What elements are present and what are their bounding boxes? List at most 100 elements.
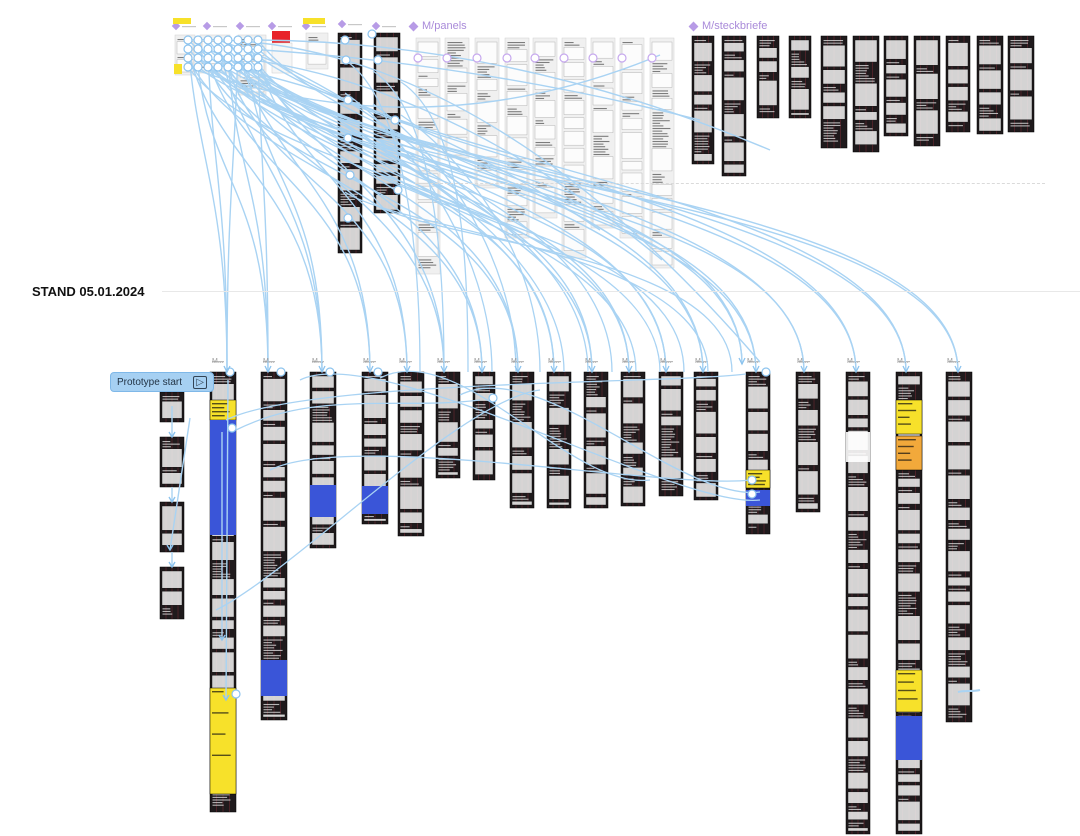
prototype-connector[interactable] [372, 202, 733, 373]
connector-node[interactable] [183, 62, 193, 72]
connector-node[interactable] [442, 53, 452, 63]
connector-node[interactable] [243, 62, 253, 72]
connector-node[interactable] [227, 423, 237, 433]
connector-node[interactable] [413, 53, 423, 63]
connector-node[interactable] [373, 367, 383, 377]
prototype-connector[interactable] [227, 66, 408, 373]
frame-name-label[interactable]: M... [263, 358, 275, 365]
connector-node[interactable] [502, 53, 512, 63]
prototype-connector[interactable] [372, 70, 445, 373]
connector-node[interactable] [233, 35, 243, 45]
page-frame[interactable] [795, 371, 821, 513]
steckbrief-frame[interactable] [820, 35, 848, 149]
steckbrief-frame[interactable] [721, 35, 747, 177]
frame-name-label[interactable]: M... [622, 358, 634, 365]
connector-node[interactable] [243, 53, 253, 63]
prototype-connector[interactable] [225, 373, 747, 421]
steckbrief-frame[interactable] [852, 35, 880, 153]
page-frame[interactable] [693, 371, 719, 501]
prototype-connector[interactable] [400, 81, 469, 373]
prototype-connector[interactable] [257, 39, 771, 151]
connector-node[interactable] [233, 53, 243, 63]
frame-name-label[interactable]: M... [660, 358, 672, 365]
connector-node[interactable] [341, 55, 351, 65]
connector-node[interactable] [647, 53, 657, 63]
connector-node[interactable] [183, 35, 193, 45]
connector-node[interactable] [193, 53, 203, 63]
connector-node[interactable] [233, 62, 243, 72]
connector-node[interactable] [488, 393, 498, 403]
flow-step-frame[interactable] [159, 566, 185, 620]
connector-node[interactable] [747, 489, 757, 499]
connector-node[interactable] [343, 213, 353, 223]
prototype-connector[interactable] [247, 66, 323, 373]
panel-frame[interactable] [590, 37, 616, 229]
connector-node[interactable] [472, 53, 482, 63]
connector-node[interactable] [617, 53, 627, 63]
page-frame[interactable] [397, 371, 425, 537]
prototype-connector[interactable] [247, 48, 701, 121]
frame-name-label[interactable]: M... [797, 358, 809, 365]
frame-name-label[interactable]: M... [947, 358, 959, 365]
connector-node[interactable] [373, 55, 383, 65]
steckbrief-frame[interactable] [883, 35, 909, 137]
connector-node[interactable] [233, 44, 243, 54]
prototype-connector[interactable] [187, 39, 761, 363]
frame-name-label[interactable]: M... [897, 358, 909, 365]
prototype-connector[interactable] [207, 57, 371, 373]
prototype-start-button[interactable]: Prototype start ▷ [110, 372, 214, 392]
prototype-connector[interactable] [215, 389, 541, 611]
prototype-connector[interactable] [957, 689, 981, 693]
prototype-connector[interactable] [400, 147, 613, 373]
prototype-connector[interactable] [235, 399, 481, 431]
connector-node[interactable] [203, 53, 213, 63]
prototype-connector[interactable] [344, 158, 637, 373]
page-frame[interactable] [658, 371, 684, 497]
prototype-connector[interactable] [197, 66, 269, 373]
panel-frame[interactable] [532, 37, 558, 219]
connector-node[interactable] [193, 62, 203, 72]
frame-name-label[interactable]: M... [511, 358, 523, 365]
page-frame[interactable] [435, 371, 461, 479]
connector-node[interactable] [761, 367, 771, 377]
frame-name-label[interactable]: M... [548, 358, 560, 365]
connector-node[interactable] [747, 475, 757, 485]
connector-node[interactable] [223, 44, 233, 54]
connector-node[interactable] [243, 44, 253, 54]
prototype-connector[interactable] [257, 57, 408, 373]
connector-node[interactable] [345, 170, 355, 180]
prototype-connector[interactable] [187, 48, 323, 373]
connector-node[interactable] [183, 53, 193, 63]
connector-node[interactable] [253, 62, 263, 72]
flow-arrow[interactable] [169, 417, 191, 551]
page-frame[interactable] [745, 371, 771, 535]
prototype-connector[interactable] [187, 57, 483, 373]
prototype-connector[interactable] [257, 48, 269, 373]
prototype-connector[interactable] [197, 57, 431, 171]
connector-node[interactable] [243, 35, 253, 45]
steckbrief-frame[interactable] [945, 35, 971, 133]
section-label-steckbriefe[interactable]: M/steckbriefe [688, 20, 767, 32]
frame-name-label[interactable]: M... [212, 358, 224, 365]
panel-frame[interactable] [619, 37, 645, 239]
connector-node[interactable] [213, 44, 223, 54]
connector-node[interactable] [390, 115, 400, 125]
connector-node[interactable] [223, 35, 233, 45]
prototype-connector[interactable] [269, 455, 751, 482]
page-frame[interactable] [620, 371, 646, 507]
prototype-connector[interactable] [187, 39, 228, 373]
prototype-connector[interactable] [237, 57, 663, 261]
prototype-connector[interactable] [197, 66, 959, 373]
connector-node[interactable] [203, 44, 213, 54]
steckbrief-frame[interactable] [691, 35, 715, 165]
steckbrief-frame[interactable] [976, 35, 1004, 135]
panel-frame[interactable] [649, 37, 675, 269]
prototype-connector[interactable] [400, 180, 685, 373]
connector-node[interactable] [223, 62, 233, 72]
prototype-connector[interactable] [400, 114, 541, 373]
prototype-connector[interactable] [459, 387, 761, 494]
frame-name-label[interactable]: M... [747, 358, 759, 365]
connector-node[interactable] [530, 53, 540, 63]
